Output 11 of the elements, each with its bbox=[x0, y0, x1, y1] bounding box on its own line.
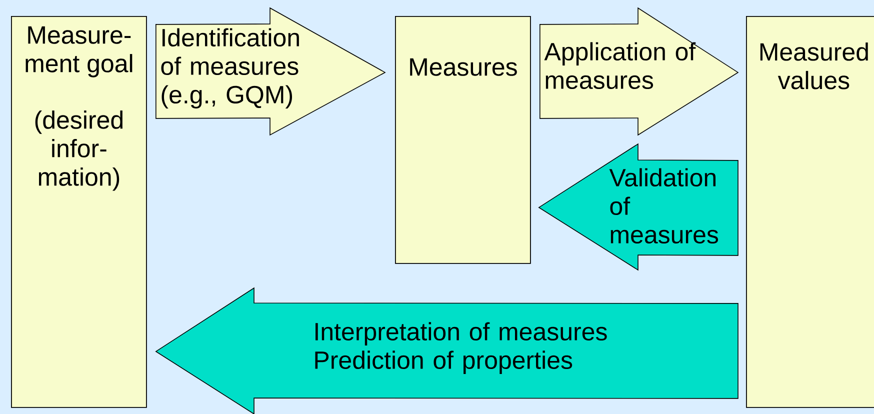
box: Measure-ment goal (desired infor-mation) bbox=[11, 16, 147, 408]
block-arrow bbox=[538, 143, 738, 271]
box: Measured values bbox=[746, 16, 874, 408]
block-arrow bbox=[540, 7, 739, 136]
arrow-label: Identification of measures (e.g., GQM) bbox=[161, 28, 299, 108]
block-arrow bbox=[156, 7, 386, 136]
arrow-label: Interpretation of measures Prediction of properties bbox=[315, 322, 607, 374]
block-arrow bbox=[155, 287, 738, 414]
arrow-label: Application of measures bbox=[544, 42, 696, 90]
arrow-label: Validation of measures bbox=[609, 168, 718, 244]
box: Measures bbox=[395, 16, 531, 264]
